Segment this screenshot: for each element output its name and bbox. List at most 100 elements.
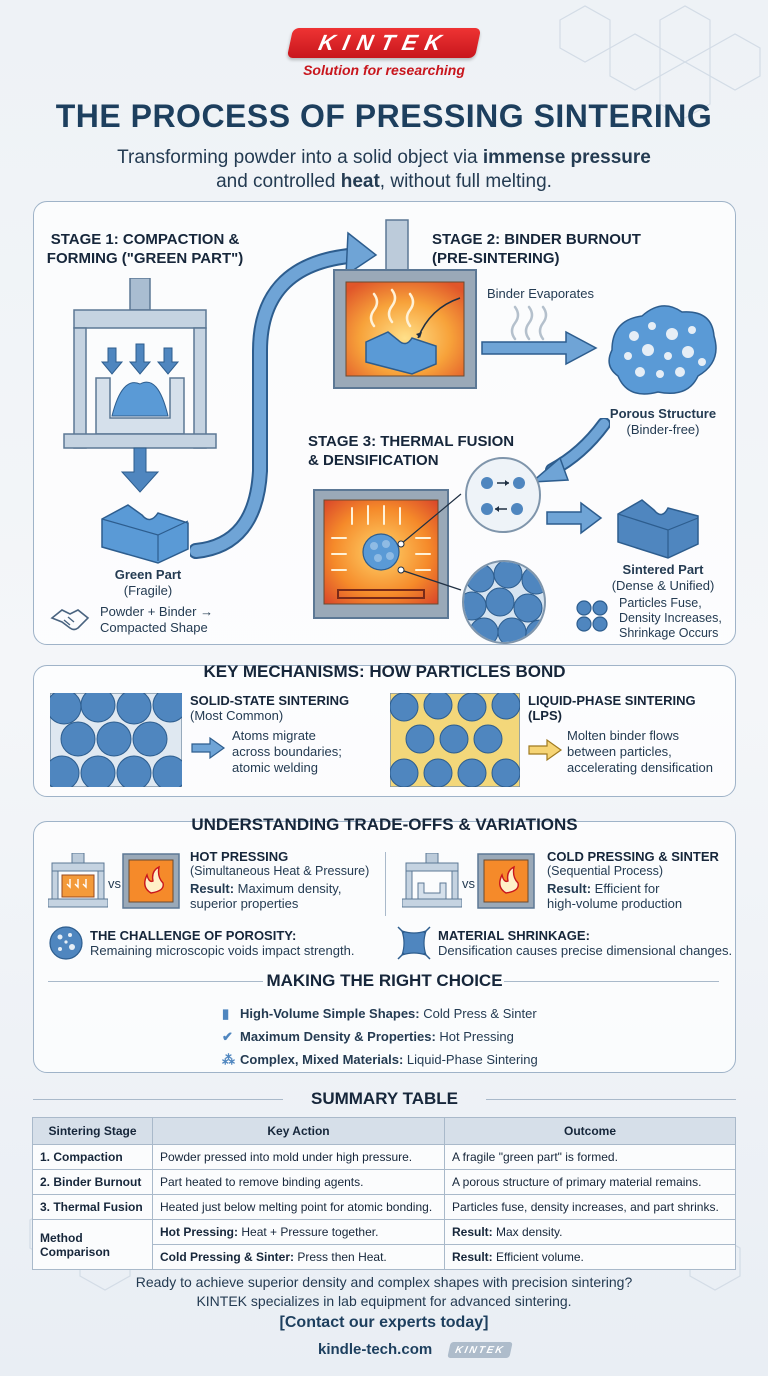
stage-1-title-line-2: FORMING ("GREEN PART")	[46, 250, 244, 267]
table-cell: Cold Pressing & Sinter: Press then Heat.	[152, 1244, 445, 1270]
choice-2-value: Hot Pressing	[435, 1029, 514, 1044]
liquid-phase-desc-line-1: Molten binder flows	[567, 728, 679, 743]
summary-header-row: Sintering Stage Key Action Outcome	[32, 1117, 736, 1145]
liquid-phase-desc-line-3: accelerating densification	[567, 760, 713, 775]
cold-furnace-icon	[477, 853, 535, 909]
footer-kintek-badge: KINTEK	[447, 1342, 513, 1358]
sintered-part-title: Sintered Part	[622, 562, 704, 577]
solid-state-desc-line-1: Atoms migrate	[232, 728, 316, 743]
choice-list: ▮High-Volume Simple Shapes: Cold Press &…	[222, 1002, 622, 1071]
method-cold-result-label: Result:	[452, 1250, 493, 1264]
porous-structure-icon	[608, 305, 717, 395]
green-part-label: Green Part (Fragile)	[88, 567, 208, 599]
site-link[interactable]: kindle-tech.com	[318, 1341, 433, 1358]
stage-1-title-line-1: STAGE 1: COMPACTION &	[50, 231, 240, 248]
summary-title: SUMMARY TABLE	[310, 1089, 458, 1108]
table-cell: 3. Thermal Fusion	[32, 1194, 153, 1220]
method-cold-label: Cold Pressing & Sinter:	[160, 1250, 295, 1264]
stage-3-note-line-2: Density Increases,	[619, 611, 722, 625]
liquid-phase-particles	[390, 693, 520, 787]
subtitle-part-b: immense pressure	[482, 147, 651, 168]
choice-item-2: ✔Maximum Density & Properties: Hot Press…	[222, 1025, 622, 1048]
liquid-phase-description: Molten binder flows between particles, a…	[567, 728, 737, 776]
solid-state-desc-line-2: across boundaries;	[232, 744, 342, 759]
stage-3-note-line-1: Particles Fuse,	[619, 596, 702, 610]
choice-3-value: Liquid-Phase Sintering	[403, 1052, 538, 1067]
hot-pressing-result: Result: Maximum density, superior proper…	[190, 881, 380, 911]
hot-pressing-subtitle: (Simultaneous Heat & Pressure)	[190, 864, 370, 878]
table-cell: Part heated to remove binding agents.	[152, 1169, 445, 1195]
summary-divider-left	[33, 1099, 283, 1100]
liquid-phase-desc-line-2: between particles,	[567, 744, 672, 759]
arrow-porous-to-stage-3	[530, 418, 610, 483]
cold-pressing-result: Result: Efficient for high-volume produc…	[547, 881, 732, 911]
table-cell: Result: Max density.	[444, 1219, 736, 1245]
cold-result-line-1: Efficient for	[591, 881, 660, 896]
green-part-subtitle: (Fragile)	[123, 583, 173, 598]
fused-particles-icon	[576, 600, 608, 632]
solid-state-particles	[50, 693, 182, 787]
porosity-title: THE CHALLENGE OF POROSITY:	[90, 928, 297, 943]
contact-link[interactable]: [Contact our experts today]	[279, 1314, 489, 1331]
subtitle-part-a: Transforming powder into a solid object …	[117, 147, 483, 168]
shrinkage-icon	[397, 926, 431, 960]
table-row: 2. Binder Burnout Part heated to remove …	[32, 1169, 736, 1195]
shrinkage-text: MATERIAL SHRINKAGE: Densification causes…	[438, 928, 733, 958]
footer-line-2: KINTEK specializes in lab equipment for …	[196, 1293, 572, 1309]
table-cell: A fragile "green part" is formed.	[444, 1144, 736, 1170]
solid-state-subtitle: (Most Common)	[190, 708, 284, 723]
choice-item-1: ▮High-Volume Simple Shapes: Cold Press &…	[222, 1002, 622, 1025]
table-cell: A porous structure of primary material r…	[444, 1169, 736, 1195]
cold-pressing-title: COLD PRESSING & SINTER	[547, 849, 719, 864]
subtitle-part-e: , without full melting.	[379, 171, 552, 192]
hot-vs-label: vs	[108, 876, 121, 891]
arrow-stage-1-to-2	[190, 231, 378, 559]
page-title: THE PROCESS OF PRESSING SINTERING	[55, 98, 713, 134]
stage-1-note-line-1: Powder + Binder →	[100, 604, 214, 619]
choice-1-value: Cold Press & Sinter	[419, 1006, 537, 1021]
stage-1-title: STAGE 1: COMPACTION & FORMING ("GREEN PA…	[40, 230, 250, 268]
summary-header-outcome: Outcome	[444, 1117, 736, 1145]
hot-pressing-title: HOT PRESSING	[190, 849, 289, 864]
cold-vs-label: vs	[462, 876, 475, 891]
method-hot-label: Hot Pressing:	[160, 1225, 239, 1239]
solid-state-text: SOLID-STATE SINTERING (Most Common)	[190, 693, 380, 723]
summary-table: Sintering Stage Key Action Outcome 1. Co…	[32, 1117, 736, 1270]
hot-pressing-text: HOT PRESSING (Simultaneous Heat & Pressu…	[190, 849, 380, 911]
handshake-icon	[50, 609, 90, 631]
binder-evaporates-label: Binder Evaporates	[487, 286, 594, 301]
tagline: Solution for researching	[303, 62, 465, 78]
table-cell: Powder pressed into mold under high pres…	[152, 1144, 445, 1170]
stage-3-note-line-3: Shrinkage Occurs	[619, 626, 719, 640]
particle-zoom-lines	[397, 493, 462, 591]
method-cold-value: Press then Heat.	[294, 1250, 387, 1264]
liquid-phase-arrow-icon	[528, 738, 563, 762]
table-row: Cold Pressing & Sinter: Press then Heat.…	[33, 1244, 736, 1270]
cold-pressing-subtitle: (Sequential Process)	[547, 864, 664, 878]
choice-item-3: ⁂Complex, Mixed Materials: Liquid-Phase …	[222, 1048, 622, 1071]
solid-state-title: SOLID-STATE SINTERING	[190, 693, 350, 708]
hot-result-line-2: superior properties	[190, 896, 299, 911]
method-hot-result-label: Result:	[452, 1225, 493, 1239]
summary-table-wrap: Sintering Stage Key Action Outcome 1. Co…	[32, 1117, 736, 1270]
table-cell: Heated just below melting point for atom…	[152, 1194, 445, 1220]
green-part-icon	[101, 504, 189, 564]
tradeoffs-divider	[385, 852, 386, 916]
summary-header-stage: Sintering Stage	[32, 1117, 153, 1145]
choice-divider-right	[504, 981, 719, 982]
stage-3-title: STAGE 3: THERMAL FUSION & DENSIFICATION	[308, 432, 528, 470]
solid-state-desc-line-3: atomic welding	[232, 760, 318, 775]
hot-press-icon	[48, 853, 108, 908]
stage-1-note: Powder + Binder → Compacted Shape	[100, 604, 240, 636]
stage-3-note: Particles Fuse, Density Increases, Shrin…	[619, 596, 729, 641]
kintek-logo[interactable]: KINTEK	[286, 28, 482, 58]
atom-migration-icon	[465, 457, 541, 533]
method-cold-result-value: Efficient volume.	[492, 1250, 584, 1264]
binder-burnout-furnace	[333, 219, 477, 389]
steam-icon	[510, 305, 548, 341]
cold-result-label: Result:	[547, 881, 592, 896]
stage-3-title-line-1: STAGE 3: THERMAL FUSION	[308, 433, 515, 450]
cold-pressing-text: COLD PRESSING & SINTER (Sequential Proce…	[547, 849, 732, 911]
method-hot-value: Heat + Pressure together.	[238, 1225, 379, 1239]
page-subtitle: Transforming powder into a solid object …	[60, 146, 708, 194]
